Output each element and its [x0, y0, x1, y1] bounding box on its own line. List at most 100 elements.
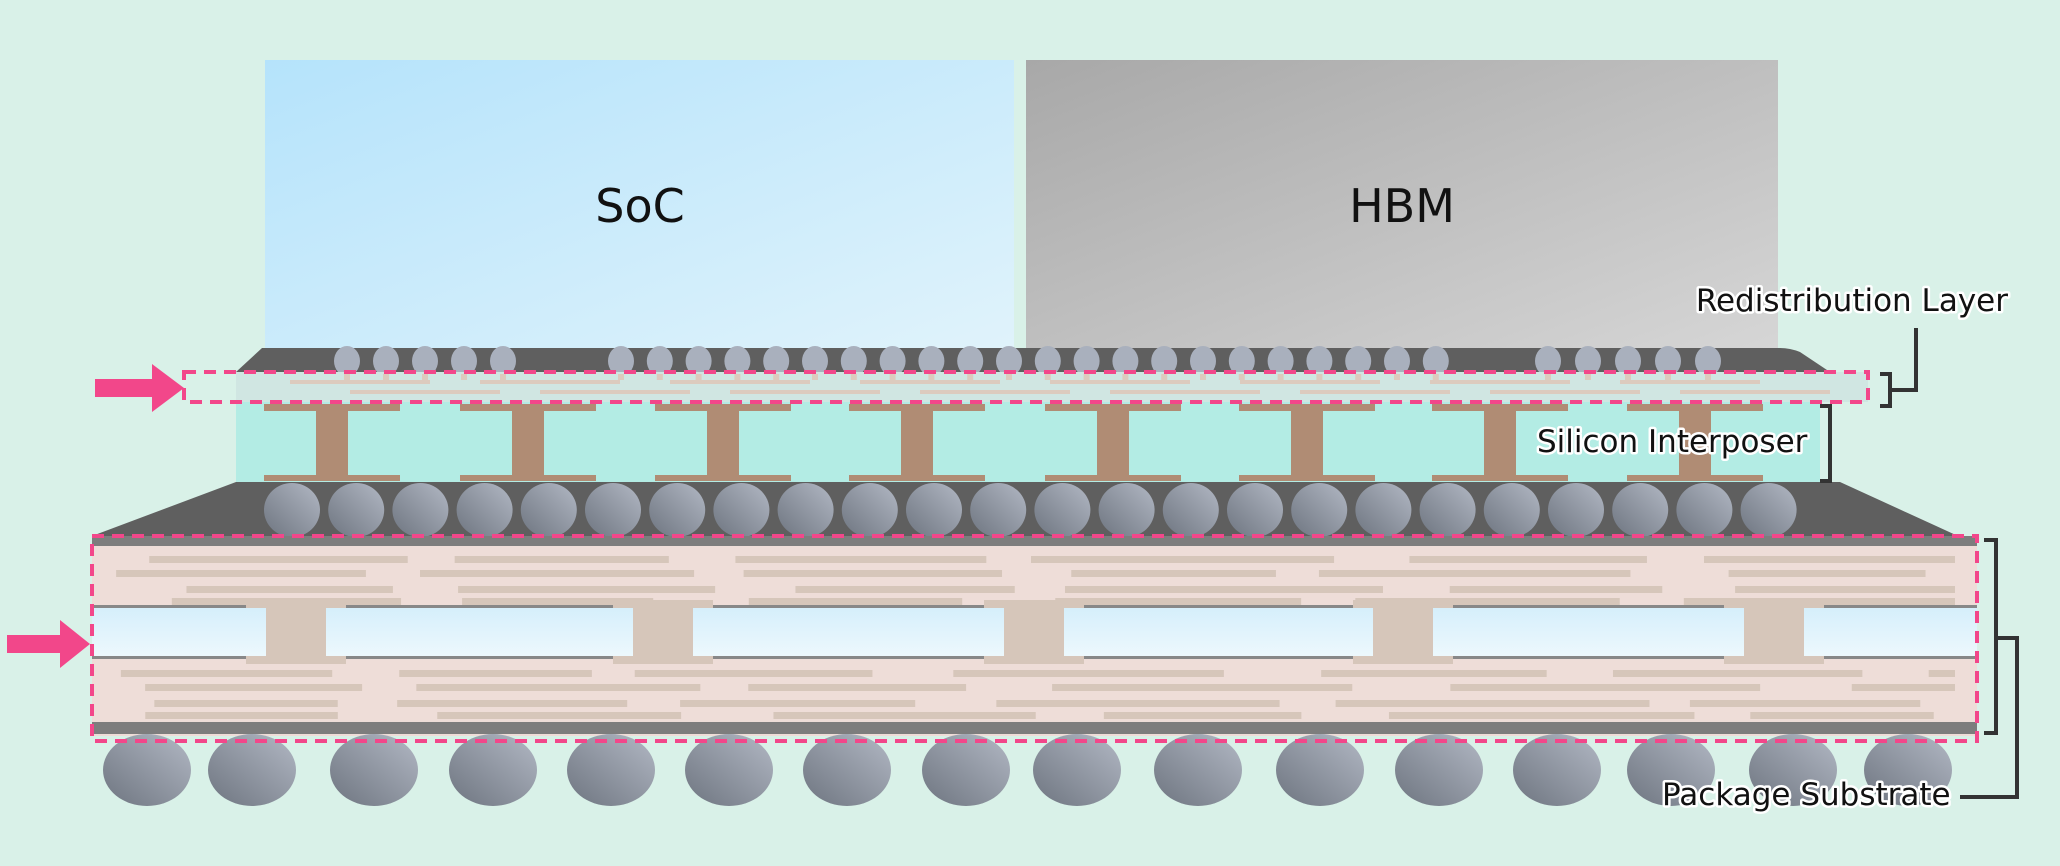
- c4-bump: [1355, 483, 1412, 537]
- rdl-via: [500, 374, 506, 380]
- substrate-trace: [420, 570, 695, 577]
- core-via-pad: [984, 600, 1084, 608]
- tsv-top-pad: [460, 404, 596, 411]
- rdl-via: [1161, 374, 1168, 380]
- substrate-trace: [1064, 586, 1383, 593]
- c4-bump: [777, 483, 834, 537]
- soc-label: SoC: [595, 179, 684, 233]
- rdl-via: [967, 374, 974, 380]
- microbump: [451, 346, 477, 376]
- microbump: [412, 346, 438, 376]
- substrate-trace: [1052, 684, 1353, 691]
- rdl-via: [1705, 374, 1711, 380]
- rdl-via: [422, 374, 428, 380]
- soc-die: SoC: [265, 60, 1014, 350]
- core-via-pad: [613, 656, 713, 664]
- rdl-trace: [1620, 380, 1760, 384]
- rdl-trace: [1300, 390, 1450, 394]
- substrate-trace: [634, 670, 873, 677]
- hbm-die: HBM: [1026, 60, 1778, 350]
- interposer-bracket: [1820, 404, 1832, 483]
- rdl-highlight-box: [182, 370, 1870, 404]
- tsv-bottom-pad: [655, 475, 791, 481]
- microbump: [1655, 346, 1681, 376]
- rdl-via: [1083, 374, 1090, 380]
- microbump: [1695, 346, 1721, 376]
- tsv-top-pad: [849, 404, 985, 411]
- microbump: [1151, 346, 1178, 376]
- rdl-via: [618, 374, 624, 380]
- substrate-trace: [399, 670, 592, 677]
- microbump: [1615, 346, 1641, 376]
- c4-bump: [520, 483, 577, 537]
- c4-bump: [1098, 483, 1155, 537]
- tsv-bottom-pad: [460, 475, 596, 481]
- substrate-trace: [996, 700, 1280, 707]
- substrate-trace: [1388, 712, 1695, 719]
- c4-bump: [1740, 483, 1797, 537]
- c4-bump: [1227, 483, 1283, 537]
- microbump: [1073, 346, 1100, 376]
- substrate-trace: [1335, 700, 1650, 707]
- core-via: [633, 600, 693, 664]
- rdl-via: [812, 374, 818, 380]
- bga-ball: [1033, 734, 1121, 806]
- rdl-label: Redistribution Layer: [1696, 283, 2008, 319]
- tsv-bottom-pad: [1432, 475, 1568, 481]
- substrate-bracket: [1960, 538, 2019, 799]
- c4-bump: [1291, 483, 1348, 537]
- c4-bump: [456, 483, 513, 537]
- c4-bump: [585, 483, 641, 537]
- substrate-trace: [1689, 700, 1921, 707]
- microbump: [685, 346, 712, 376]
- core-via-pad: [613, 600, 713, 608]
- substrate-trace: [149, 556, 408, 563]
- microbump: [918, 346, 945, 376]
- substrate-trace: [454, 556, 669, 563]
- microbump: [1535, 346, 1561, 376]
- microbump: [1112, 346, 1139, 376]
- microbump: [1575, 346, 1601, 376]
- substrate-trace: [1355, 598, 1620, 605]
- c4-bump: [841, 483, 898, 537]
- rdl-pointer-arrow-icon: [95, 364, 184, 412]
- substrate-trace: [1735, 586, 1955, 593]
- c4-bump: [1483, 483, 1540, 537]
- tsv-top-pad: [1045, 404, 1181, 411]
- rdl-via: [773, 374, 780, 380]
- substrate-trace: [1450, 684, 1761, 691]
- tsv: [1097, 404, 1129, 480]
- rdl-trace: [860, 380, 1000, 384]
- substrate-trace: [748, 684, 967, 691]
- rdl-trace: [920, 390, 1070, 394]
- rdl-trace: [1680, 390, 1830, 394]
- rdl-via: [1665, 374, 1671, 380]
- substrate-trace: [397, 700, 628, 707]
- tsv: [512, 404, 544, 480]
- rdl-trace: [480, 380, 620, 384]
- c4-bump: [1676, 483, 1733, 537]
- core-via: [1004, 600, 1064, 664]
- c4-bump: [328, 483, 385, 537]
- tsv-top-pad: [1239, 404, 1375, 411]
- bga-ball: [1154, 734, 1242, 806]
- c4-bump: [970, 483, 1027, 537]
- substrate-trace: [1704, 556, 1955, 563]
- tsv: [1291, 404, 1323, 480]
- bga-ball: [1749, 734, 1837, 806]
- core-via-pad: [1353, 656, 1453, 664]
- tsv: [901, 404, 933, 480]
- rdl-via: [1585, 374, 1591, 380]
- substrate-trace: [1031, 556, 1335, 563]
- rdl-via: [461, 374, 467, 380]
- rdl-via: [1200, 374, 1206, 380]
- substrate-trace: [1071, 570, 1276, 577]
- rdl-via: [734, 374, 741, 380]
- microbump: [840, 346, 867, 376]
- bga-ball: [922, 734, 1010, 806]
- substrate-label: Package Substrate: [1662, 777, 1951, 813]
- tsv-top-pad: [1627, 404, 1763, 411]
- tsv-bottom-pad: [1045, 475, 1181, 481]
- bga-ball: [1395, 734, 1483, 806]
- substrate-trace: [1318, 570, 1631, 577]
